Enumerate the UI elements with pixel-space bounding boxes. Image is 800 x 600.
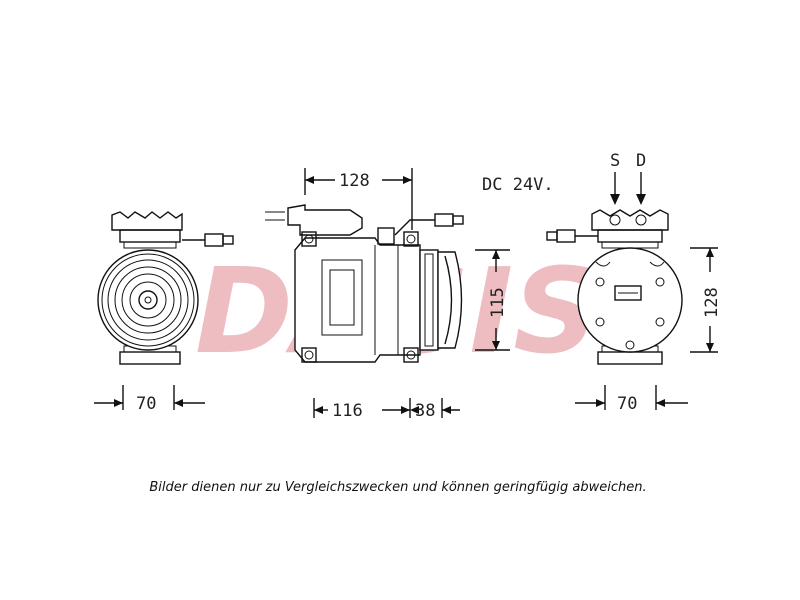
side-top-length-label: 128 [339, 171, 370, 191]
disclaimer-caption: Bilder dienen nur zu Vergleichszwecken u… [149, 480, 646, 495]
voltage-label: DC 24V. [482, 175, 554, 195]
side-body-length-label: 116 [332, 401, 363, 421]
front-view: 70 [94, 211, 234, 414]
discharge-arrow-icon [636, 194, 646, 205]
suction-port-label: S [610, 151, 620, 171]
front-width-label: 70 [136, 394, 156, 414]
side-height-label: 115 [488, 287, 508, 318]
side-clutch-length-label: 38 [415, 401, 435, 421]
discharge-port-label: D [636, 151, 646, 171]
rear-width-label: 70 [617, 394, 637, 414]
side-view: 128 115 [265, 168, 510, 421]
suction-arrow-icon [610, 194, 620, 205]
rear-height-label: 128 [702, 287, 722, 318]
rear-view: S D 128 [546, 151, 722, 414]
